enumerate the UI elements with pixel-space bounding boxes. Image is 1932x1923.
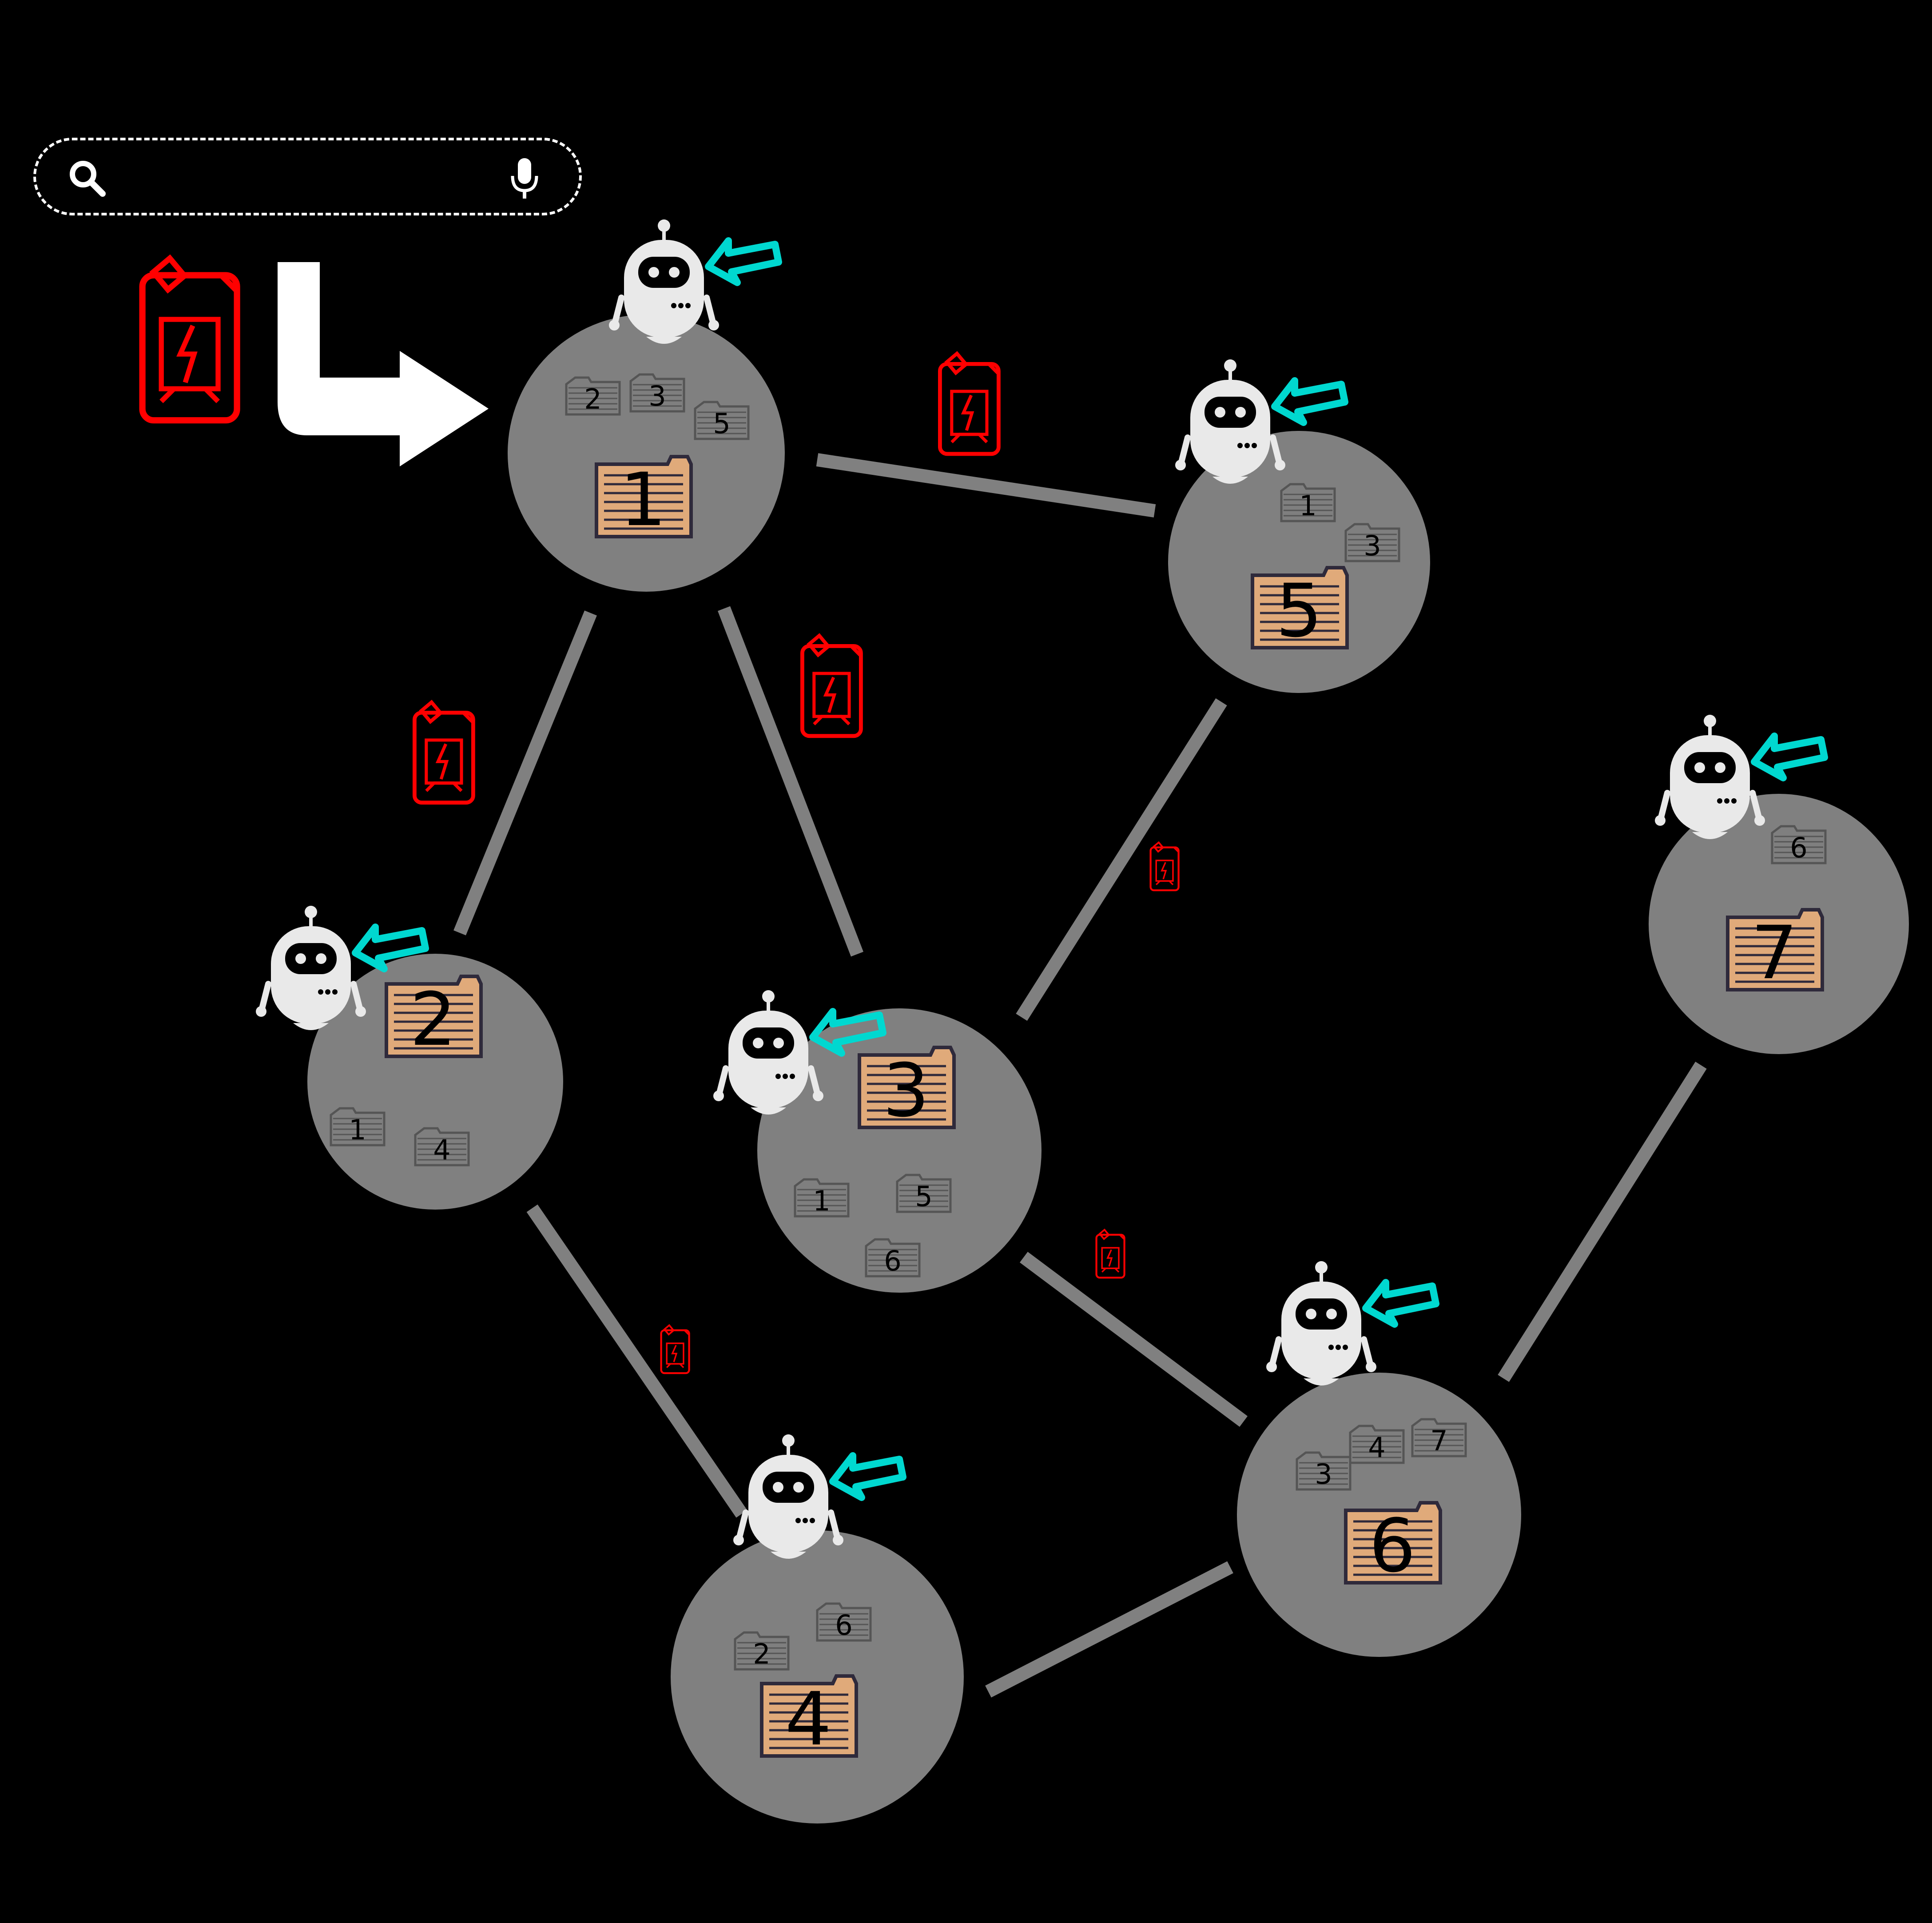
turn-arrow-icon: [278, 262, 489, 466]
file-label: 3: [648, 380, 666, 412]
microphone-icon[interactable]: [509, 156, 540, 200]
file-label: 6: [835, 1609, 852, 1641]
fuel-can-icon: [661, 1325, 689, 1373]
edge-1-3: [718, 606, 863, 957]
fuel-can-icon: [940, 354, 998, 454]
edge-3-6: [1020, 1251, 1248, 1427]
file-label: 5: [915, 1180, 932, 1213]
file-label: 6: [1790, 832, 1807, 864]
node-4[interactable]: 2 6 4: [671, 1530, 964, 1823]
file-label: 7: [1430, 1425, 1447, 1457]
node-2[interactable]: 1 4 2: [307, 954, 563, 1210]
file-label: 3: [1364, 530, 1381, 562]
pointer-arrow-icon: [1366, 1282, 1436, 1324]
file-label: 2: [753, 1638, 770, 1670]
node-label: 3: [883, 1048, 930, 1133]
edge-4-6: [985, 1561, 1233, 1698]
edge-5-3: [1016, 698, 1227, 1021]
edge-6-7: [1498, 1061, 1707, 1382]
node-5[interactable]: 1 3 5: [1168, 431, 1430, 693]
edge-1-2: [453, 610, 597, 936]
pointer-arrow-icon: [1275, 381, 1345, 422]
search-icon[interactable]: [67, 158, 107, 198]
node-circle[interactable]: [508, 315, 785, 592]
pointer-arrow-icon: [708, 241, 779, 283]
node-7[interactable]: 67: [1649, 794, 1909, 1054]
search-input[interactable]: [138, 154, 531, 203]
file-label: 1: [349, 1114, 366, 1146]
file-label: 1: [813, 1185, 830, 1217]
node-circle[interactable]: [1168, 431, 1430, 693]
node-label: 7: [1751, 910, 1798, 995]
fuel-can-icon: [414, 702, 473, 803]
node-circle[interactable]: [671, 1530, 964, 1823]
fuel-can-icon: [1097, 1230, 1125, 1278]
node-label: 6: [1369, 1503, 1416, 1589]
file-label: 3: [1315, 1458, 1332, 1490]
file-label: 6: [884, 1245, 901, 1277]
edges-layer: [453, 453, 1707, 1698]
edge-2-4: [526, 1204, 747, 1518]
edge-1-5: [816, 453, 1156, 518]
pointer-arrow-icon: [1754, 736, 1825, 778]
node-1[interactable]: 2 3 5 1: [508, 315, 785, 592]
node-label: 4: [785, 1676, 832, 1762]
file-label: 5: [713, 407, 730, 440]
node-6[interactable]: 3 4 7 6: [1237, 1373, 1521, 1657]
node-label: 5: [1276, 568, 1323, 653]
node-label: 1: [620, 457, 667, 542]
file-label: 2: [584, 383, 601, 415]
search-bar[interactable]: [33, 138, 582, 215]
pointer-arrow-icon: [833, 1456, 903, 1497]
node-label: 2: [410, 977, 457, 1062]
overlay-layer: [143, 219, 1825, 1559]
file-label: 1: [1299, 490, 1316, 522]
robot-icon: [1266, 1261, 1376, 1386]
file-label: 4: [433, 1134, 450, 1166]
fuel-can-icon: [1151, 842, 1179, 890]
fuel-can-icon: [802, 636, 861, 736]
node-circle[interactable]: [757, 1008, 1042, 1293]
fuel-can-icon: [143, 259, 237, 421]
file-label: 4: [1368, 1431, 1385, 1464]
